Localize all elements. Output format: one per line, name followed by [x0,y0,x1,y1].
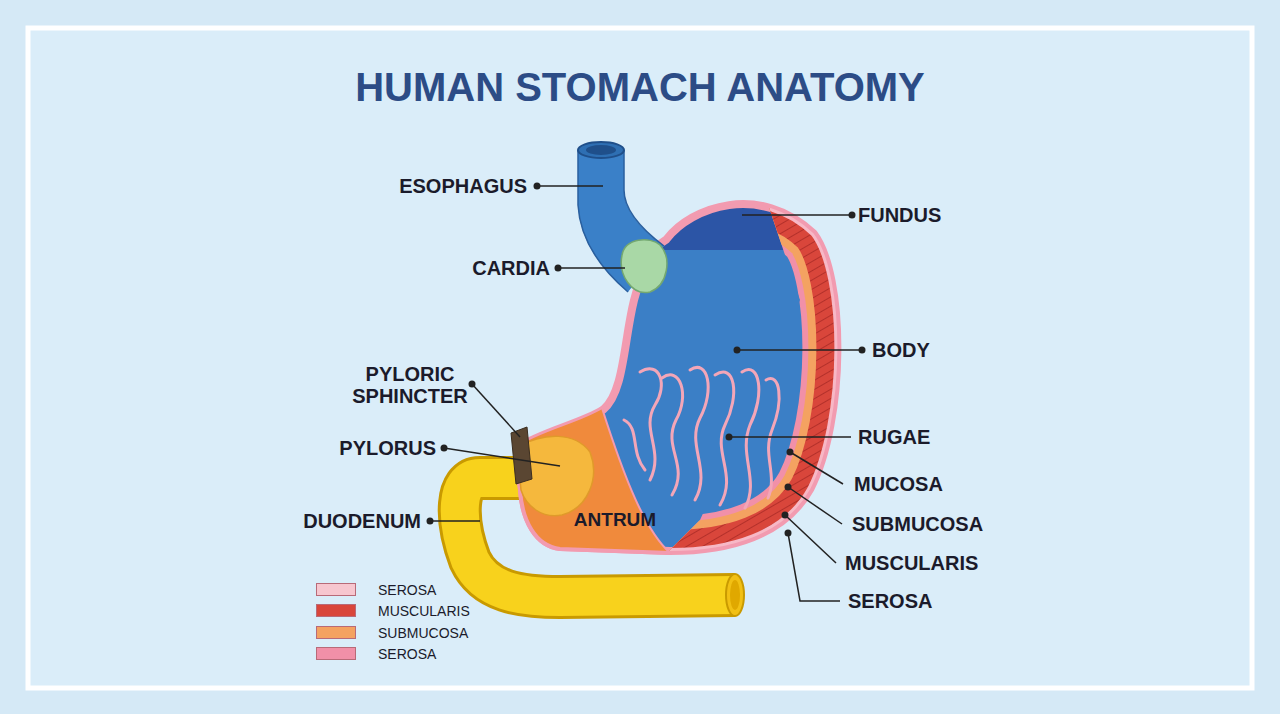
leader-line [537,185,603,187]
leader-line [785,515,836,563]
leader-dot [785,484,792,491]
leader-dots [427,183,866,537]
esophagus-lumen [586,145,616,155]
part-label: SUBMUCOSA [852,512,983,536]
submucosa-layer [515,202,839,553]
leader-line [737,349,862,351]
pyloric-sphincter [511,427,532,484]
rugae-folds [624,367,779,508]
leader-line [790,452,843,484]
leader-line [472,384,520,437]
ruga-fold [640,369,661,480]
mucosa-band [515,202,839,553]
leader-dot [427,518,434,525]
ruga-fold [624,420,645,470]
leader-dot [726,434,733,441]
leader-line [788,487,842,524]
part-label: PYLORIC SPHINCTER [345,363,475,407]
leader-line [729,436,851,438]
legend-swatch [316,626,356,639]
ruga-fold [690,367,708,500]
part-label: CARDIA [472,256,550,280]
esophagus-wall [624,150,664,246]
leader-dot [734,347,741,354]
pylorus-region [517,436,594,515]
serosa-layer [515,202,839,553]
legend-text: SUBMUCOSA [378,625,468,641]
part-label: BODY [872,338,930,362]
part-label: ESOPHAGUS [399,174,527,198]
leader-line [444,448,560,466]
leader-dot [555,265,562,272]
mucosa-layer [515,202,839,553]
ruga-fold [662,375,683,495]
esophagus-wall [578,150,628,292]
leader-line [788,533,840,601]
node-shape [510,398,690,560]
legend-swatch [316,604,356,617]
frame [28,28,1252,688]
part-label: DUODENUM [303,509,421,533]
esophagus-opening [578,142,624,158]
leader-line [742,214,852,216]
muscularis-layer [515,202,839,553]
stomach-lumen [515,202,839,553]
duodenum-opening [726,574,744,616]
antrum-shape [515,408,670,553]
region-label: ANTRUM [545,509,685,531]
part-label: RUGAE [858,425,930,449]
leader-dot [859,347,866,354]
ruga-fold [715,372,734,505]
leader-dot [849,212,856,219]
part-label: MUCOSA [854,472,943,496]
antrum-outline [515,447,670,553]
legend-text: SEROSA [378,646,436,662]
ruga-fold [742,370,759,508]
diagram-title: HUMAN STOMACH ANATOMY [0,62,1280,112]
leader-dot [534,183,541,190]
stomach-outline [515,202,839,553]
leader-dot [469,381,476,388]
legend-text: SEROSA [378,582,436,598]
cardia-region [621,240,667,293]
legend-swatch [316,583,356,596]
leader-dot [785,530,792,537]
leader-line [430,520,480,522]
part-label: PYLORUS [339,436,436,460]
legend-text: MUSCULARIS [378,603,470,619]
duodenum-lumen [730,580,740,610]
part-label: FUNDUS [858,203,941,227]
leader-dot [787,449,794,456]
part-label: SEROSA [848,589,932,613]
part-label: MUSCULARIS [845,551,978,575]
ruga-fold [766,379,779,498]
leader-lines [430,186,862,601]
leader-dot [441,445,448,452]
leader-dot [782,512,789,519]
legend-swatch [316,647,356,660]
antrum-region: ANTRUM [510,398,690,560]
leader-line [558,267,625,269]
fundus-region [515,202,839,250]
